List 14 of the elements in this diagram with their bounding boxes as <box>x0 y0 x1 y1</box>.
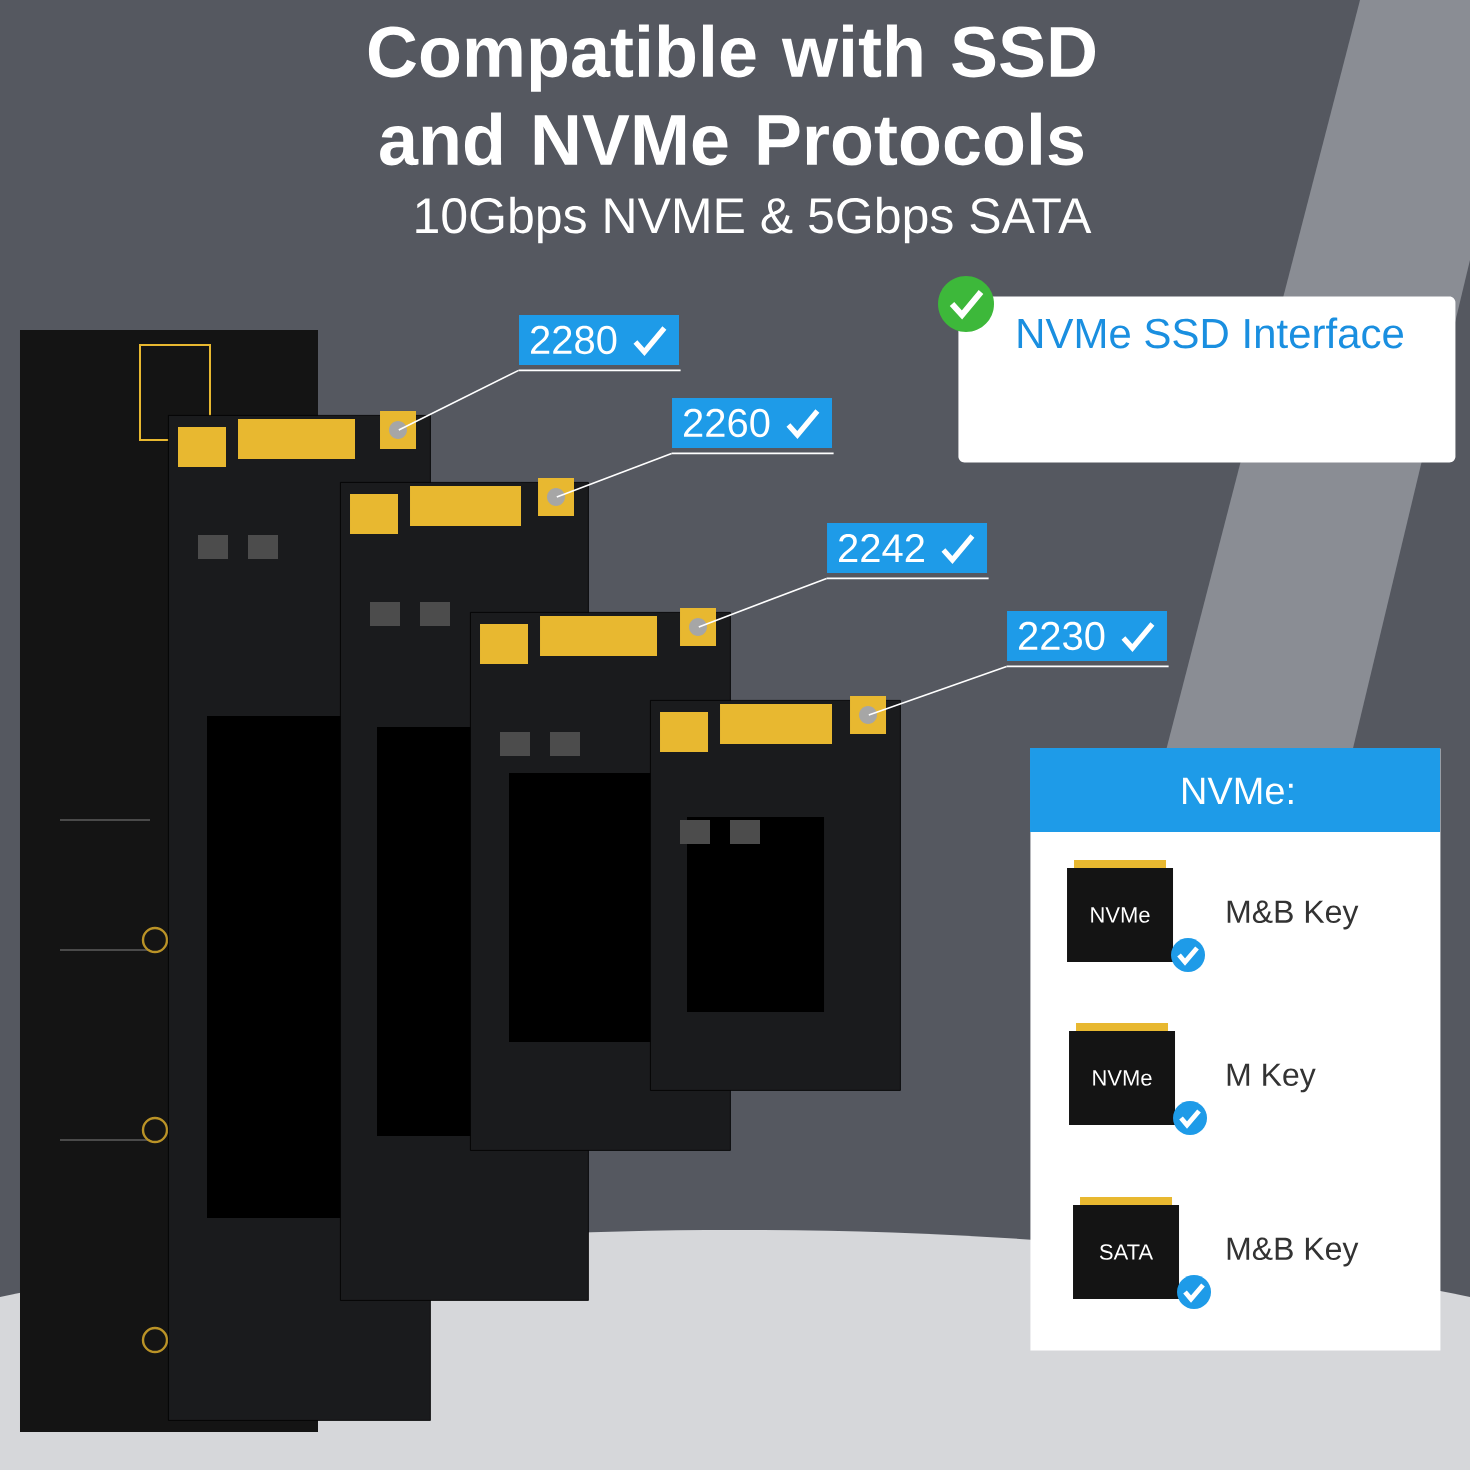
size-tag: 2230 <box>1007 611 1167 661</box>
key-label: M&B Key <box>1227 1237 1359 1267</box>
subtitle: 10Gbps NVME & 5Gbps SATA <box>416 196 1092 244</box>
title: Compatible with SSD and NVMe Protocols <box>368 24 1095 166</box>
size-tag: 2280 <box>519 315 679 365</box>
size-tag: 2260 <box>672 398 832 448</box>
key-label: M Key <box>1227 1063 1316 1093</box>
ssd-chip: NVMe <box>1067 860 1173 962</box>
key-label: M&B Key <box>1227 900 1359 930</box>
ssd-drawing <box>650 696 901 1091</box>
ssd-chip: SATA <box>1073 1197 1179 1299</box>
size-tag: 2242 <box>827 523 987 573</box>
ssd-chip: NVMe <box>1069 1023 1175 1125</box>
interface-card: NVMe SSD Interface <box>958 296 1456 463</box>
